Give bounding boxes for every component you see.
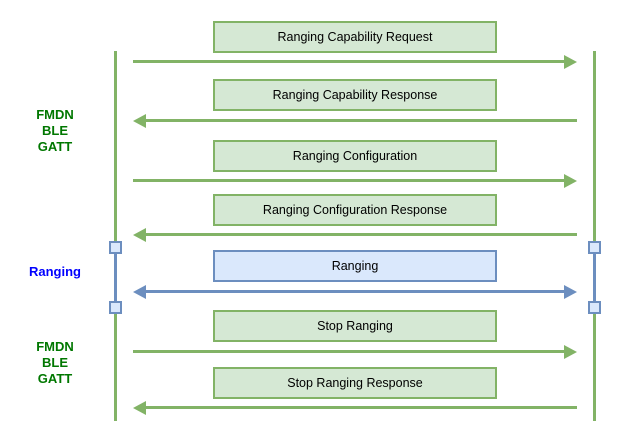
lifeline-left (114, 51, 117, 421)
arrow-line (144, 233, 577, 236)
arrow-line (144, 290, 566, 293)
phase-label-line: FMDN (36, 339, 74, 354)
message-arrow-left (133, 401, 577, 415)
arrowhead-right-icon (564, 174, 577, 188)
phase-label-fmdn-ble-gatt-bottom: FMDN BLE GATT (10, 339, 100, 387)
phase-label-line: BLE (42, 355, 68, 370)
lifeline-right (593, 51, 596, 421)
message-arrow-bidirectional (133, 285, 577, 299)
message-box-ranging-configuration: Ranging Configuration (213, 140, 497, 172)
ranging-segment-right (593, 247, 596, 308)
arrow-line (133, 179, 566, 182)
message-arrow-left (133, 228, 577, 242)
phase-label-line: Ranging (29, 264, 81, 279)
arrowhead-left-icon (133, 401, 146, 415)
activation-marker (588, 301, 601, 314)
arrow-line (144, 119, 577, 122)
message-arrow-right (133, 345, 577, 359)
arrowhead-left-icon (133, 114, 146, 128)
arrow-line (133, 60, 566, 63)
activation-marker (109, 241, 122, 254)
phase-label-fmdn-ble-gatt-top: FMDN BLE GATT (10, 107, 100, 155)
message-box-ranging: Ranging (213, 250, 497, 282)
arrowhead-left-icon (133, 285, 146, 299)
phase-label-line: FMDN (36, 107, 74, 122)
message-box-stop-ranging: Stop Ranging (213, 310, 497, 342)
activation-marker (588, 241, 601, 254)
arrowhead-right-icon (564, 55, 577, 69)
arrowhead-left-icon (133, 228, 146, 242)
phase-label-line: GATT (37, 139, 73, 154)
message-box-ranging-capability-response: Ranging Capability Response (213, 79, 497, 111)
message-arrow-right (133, 174, 577, 188)
arrow-line (144, 406, 577, 409)
message-arrow-right (133, 55, 577, 69)
arrowhead-right-icon (564, 285, 577, 299)
phase-label-ranging: Ranging (10, 264, 100, 280)
ranging-segment-left (114, 247, 117, 308)
activation-marker (109, 301, 122, 314)
phase-label-line: BLE (42, 123, 68, 138)
arrowhead-right-icon (564, 345, 577, 359)
message-box-stop-ranging-response: Stop Ranging Response (213, 367, 497, 399)
message-box-ranging-configuration-response: Ranging Configuration Response (213, 194, 497, 226)
message-arrow-left (133, 114, 577, 128)
phase-label-line: GATT (37, 371, 73, 386)
message-box-ranging-capability-request: Ranging Capability Request (213, 21, 497, 53)
arrow-line (133, 350, 566, 353)
